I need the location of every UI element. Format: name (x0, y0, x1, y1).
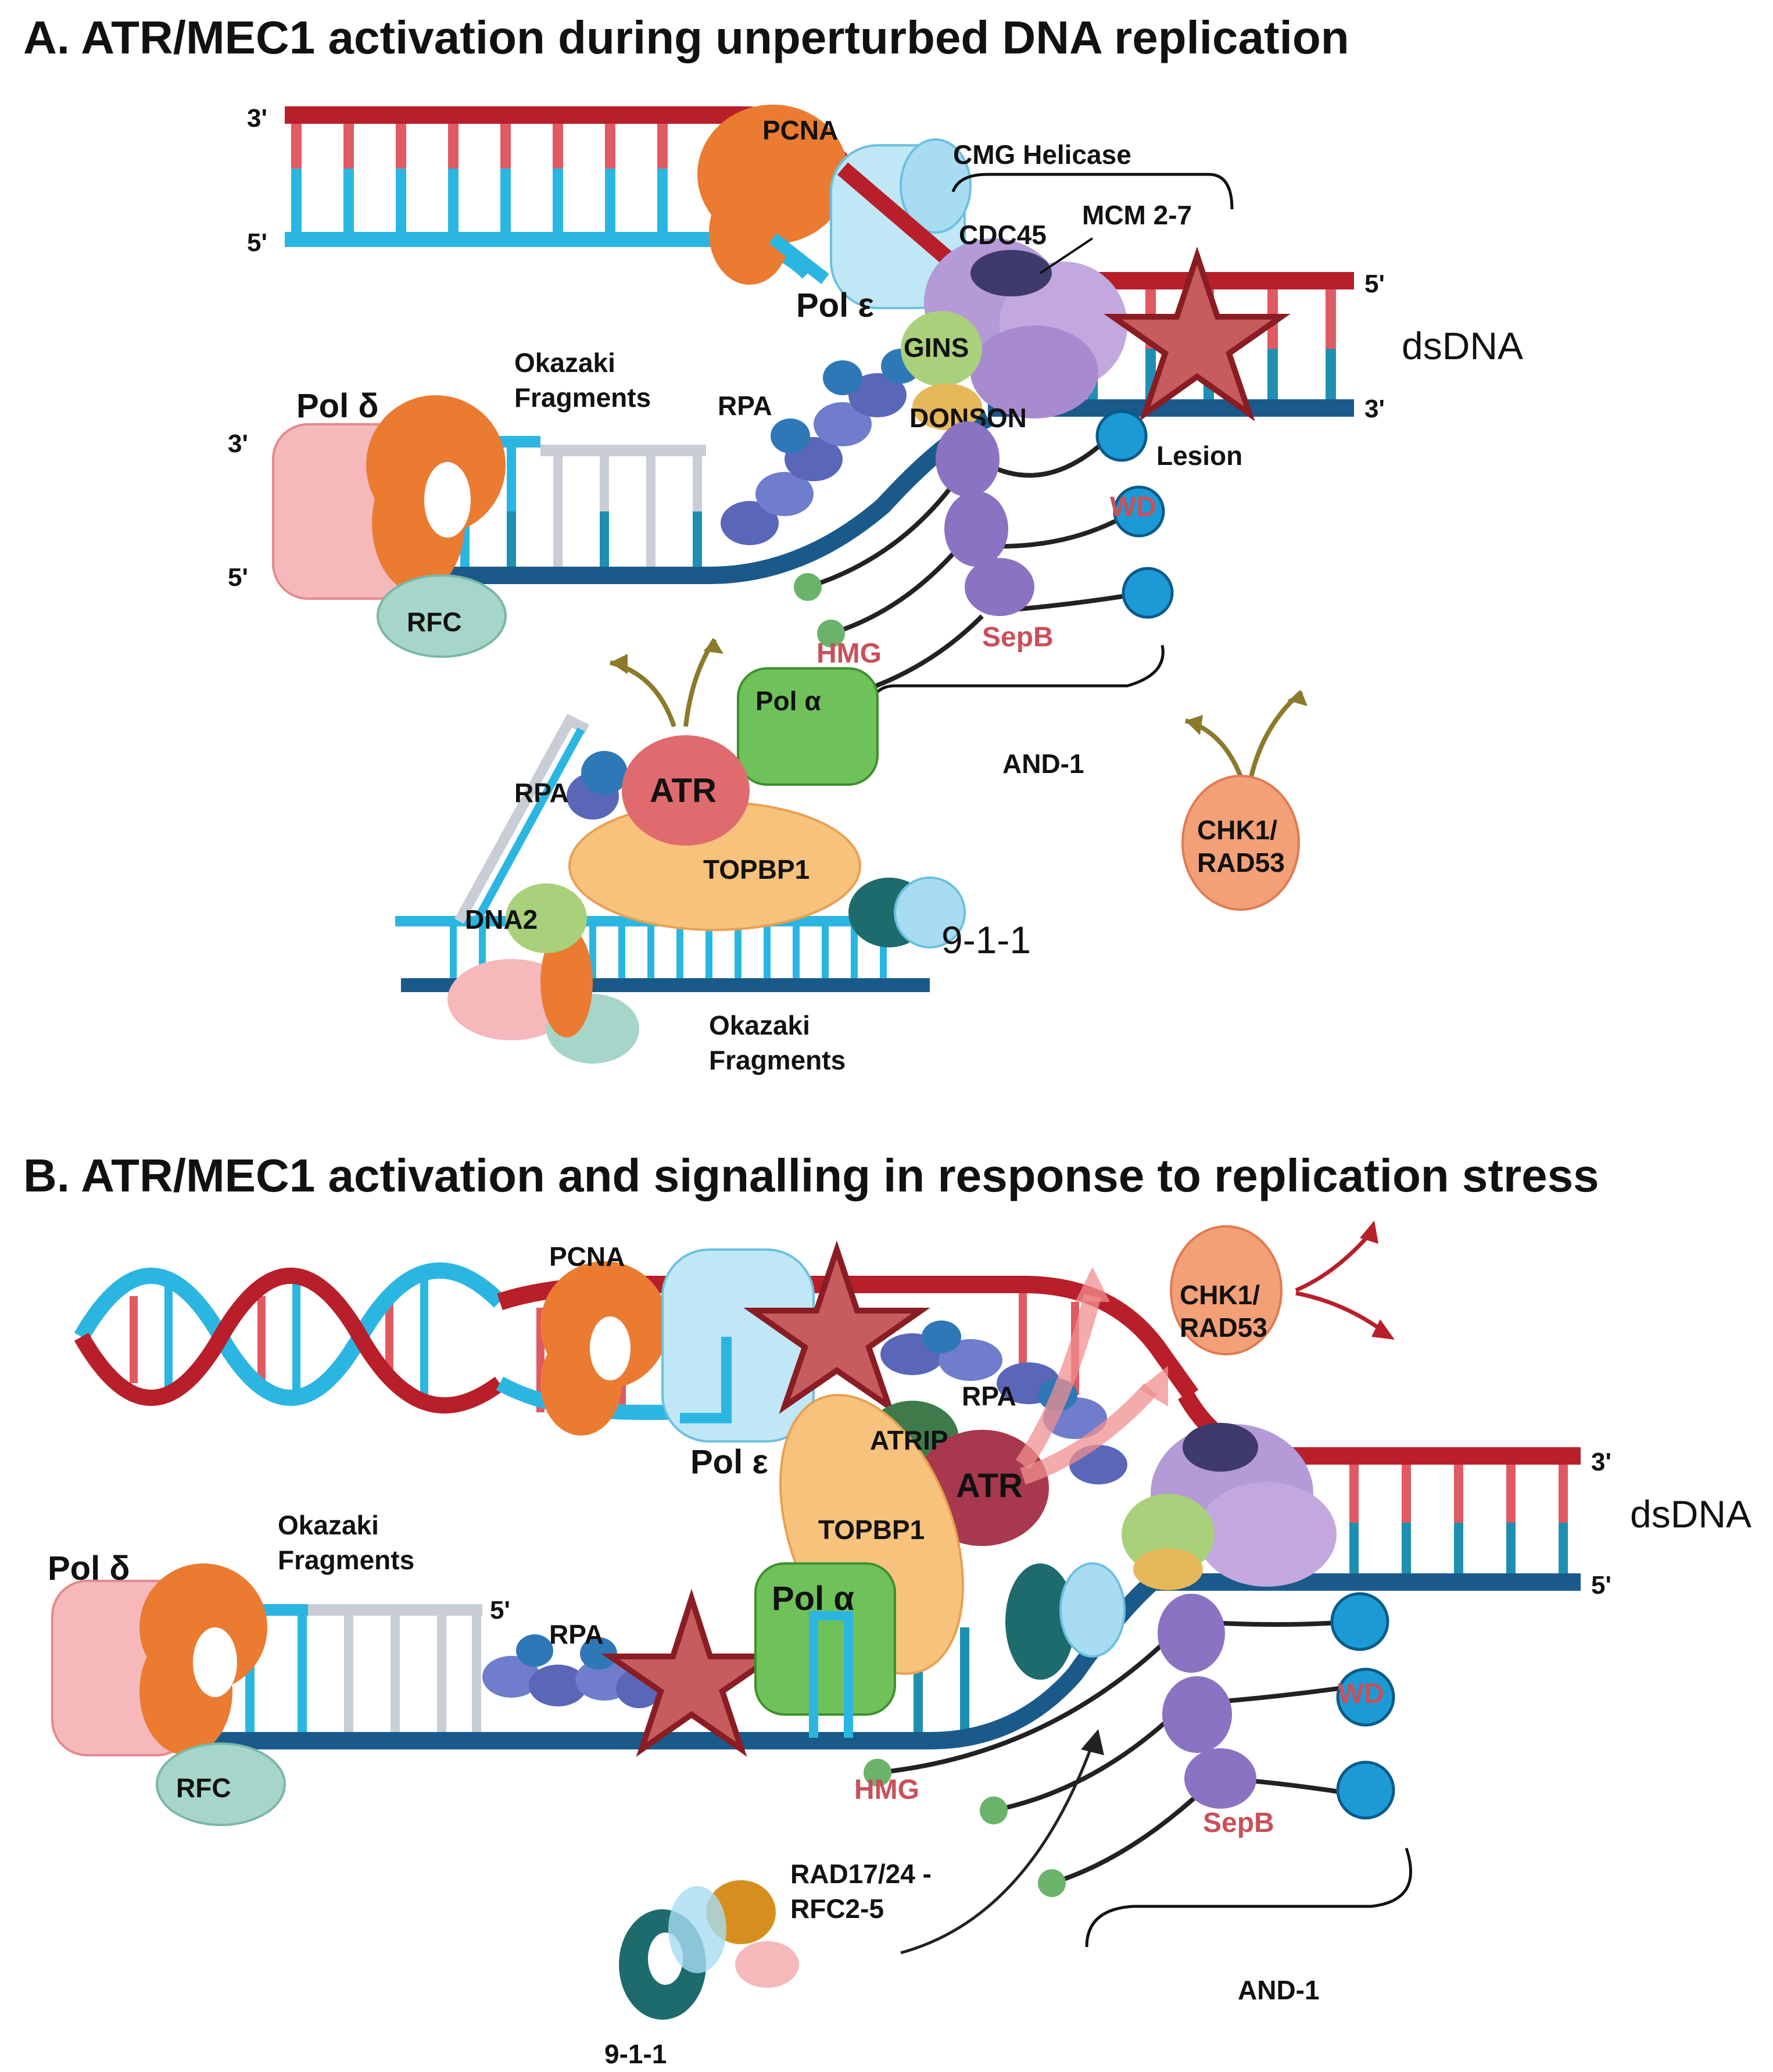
panel-b-atrip-label: ATRIP (870, 1425, 948, 1455)
panel-a-okazaki-line2: Fragments (514, 382, 651, 413)
panel-a-rfc-label: RFC (407, 607, 462, 637)
panel-b-topbp1-label: TOPBP1 (818, 1515, 925, 1545)
panel-b-atr-arrows (1015, 1221, 1395, 1485)
panel-b-sepb-label: SepB (1203, 1808, 1274, 1838)
panel-b-chk1 (1170, 1225, 1283, 1355)
panel-a-top-rungs (291, 116, 668, 238)
panel-b-end-5-mid: 5' (490, 1596, 510, 1624)
panel-b-pol-delta-label: Pol δ (48, 1549, 130, 1587)
panel-a-chk1-line1: CHK1/ (1197, 815, 1277, 845)
panel-b-end-5-right: 5' (1591, 1571, 1611, 1599)
panel-a-end-5-left: 5' (228, 563, 248, 592)
panel-a-lesion-label: Lesion (1156, 441, 1242, 471)
panel-a-911-label: 9-1-1 (941, 918, 1031, 961)
panel-a-rpa-label: RPA (718, 391, 772, 421)
panel-b-title: B. ATR/MEC1 activation and signalling in… (23, 1150, 1599, 1201)
panel-a-chk1 (1181, 689, 1308, 911)
panel-b-helix (74, 1262, 506, 1413)
panel-b-end-3-right: 3' (1591, 1448, 1611, 1476)
panel-b-pol-epsilon-label: Pol ε (690, 1443, 768, 1481)
panel-a-end-3-left: 3' (228, 430, 248, 458)
panel-a-pcna (697, 105, 848, 285)
panel-a-gins-label: GINS (904, 332, 969, 363)
panel-b-dsdna-label: dsDNA (1630, 1493, 1751, 1536)
panel-b-911-label: 9-1-1 (604, 2039, 667, 2069)
panel-b-pcna (540, 1261, 668, 1436)
panel-a: A. ATR/MEC1 activation during unperturbe… (23, 12, 1523, 1075)
panel-a-cmg-bracket (951, 173, 1234, 210)
panel-a-pol-delta-label: Pol δ (296, 387, 379, 425)
panel-b-rad17-911 (619, 1729, 1104, 2020)
panel-a-sepb-label: SepB (982, 622, 1054, 653)
panel-b-okazaki-line2: Fragments (278, 1545, 414, 1575)
panel-a-okazaki-lower-line1: Okazaki (709, 1010, 810, 1040)
panel-b-rad17-line2: RFC2-5 (790, 1894, 884, 1924)
panel-b-pol-delta (51, 1563, 286, 1826)
panel-b-wd-label: WD (1338, 1679, 1384, 1709)
panel-a-atr-label: ATR (650, 772, 717, 810)
panel-b-rpa-mid-label: RPA (549, 1619, 604, 1649)
panel-b-atr-label: ATR (956, 1467, 1023, 1505)
panel-a-pol-epsilon-label: Pol ε (796, 287, 874, 324)
panel-b-atr-complex (754, 1394, 1126, 1738)
panel-a-pol-delta (272, 395, 506, 600)
panel-b-pol-alpha-label: Pol α (772, 1580, 854, 1617)
panel-a-end-5-top: 5' (247, 228, 267, 257)
panel-a-cmg (901, 238, 1127, 430)
panel-b-rpa-mid (482, 1634, 662, 1708)
panel-a-rpa-lower-label: RPA (514, 778, 569, 808)
panel-a-lower-fork (395, 714, 966, 1064)
panel-b-rad17-line1: RAD17/24 - (790, 1859, 932, 1889)
panel-b-rpa-top (880, 1321, 1127, 1484)
panel-b: B. ATR/MEC1 activation and signalling in… (23, 1150, 1751, 2069)
panel-a-chk1-line2: RAD53 (1197, 847, 1285, 878)
panel-a-and1-label: AND-1 (1002, 749, 1084, 779)
panel-b-lesion-star-upper (743, 1240, 930, 1414)
panel-a-wd-label: WD (1110, 492, 1156, 523)
panel-a-end-3-right: 3' (1364, 395, 1385, 423)
panel-b-and1-label: AND-1 (1238, 1975, 1320, 2005)
panel-a-end-5-right: 5' (1364, 270, 1385, 298)
panel-b-pol-epsilon (661, 1248, 815, 1443)
panel-b-rfc-label: RFC (176, 1773, 231, 1803)
panel-b-chk1-line1: CHK1/ (1180, 1280, 1260, 1310)
panel-a-pol-alpha-label: Pol α (755, 686, 821, 716)
panel-a-pcna-label: PCNA (762, 115, 838, 145)
panel-a-hmg-label: HMG (816, 638, 882, 669)
panel-b-okazaki-line1: Okazaki (278, 1510, 379, 1540)
panel-a-mcm-label: MCM 2-7 (1082, 200, 1192, 230)
panel-a-cmg-label: CMG Helicase (953, 139, 1131, 170)
panel-b-lesion-star-lower (600, 1588, 783, 1757)
panel-a-cdc45-label: CDC45 (959, 220, 1047, 250)
panel-a-okazaki-lower-line2: Fragments (709, 1045, 846, 1075)
panel-b-hmg-label: HMG (854, 1774, 919, 1805)
panel-b-cmg (1122, 1423, 1337, 1590)
panel-a-dna2-label: DNA2 (465, 904, 538, 935)
panel-a-pol-alpha (737, 667, 879, 786)
panel-b-rpa-top-label: RPA (962, 1381, 1016, 1411)
panel-a-and1-bracket (864, 645, 1165, 715)
panel-a-title: A. ATR/MEC1 activation during unperturbe… (23, 12, 1349, 63)
panel-b-and1-bracket (1085, 1848, 1412, 1948)
panel-a-okazaki-line1: Okazaki (514, 348, 615, 378)
panel-a-topbp1-label: TOPBP1 (703, 854, 810, 885)
panel-a-atr-arrows (610, 638, 723, 728)
panel-a-rpa-beads (721, 349, 920, 545)
panel-a-dsdna-label: dsDNA (1402, 324, 1523, 367)
panel-b-chk1-line2: RAD53 (1180, 1312, 1267, 1343)
panel-a-rfc (377, 574, 507, 658)
panel-b-pcna-label: PCNA (549, 1241, 625, 1272)
panel-b-and1 (864, 1592, 1395, 1897)
panel-a-lesion-star (1104, 246, 1291, 421)
panel-a-end-3-top: 3' (247, 104, 267, 133)
